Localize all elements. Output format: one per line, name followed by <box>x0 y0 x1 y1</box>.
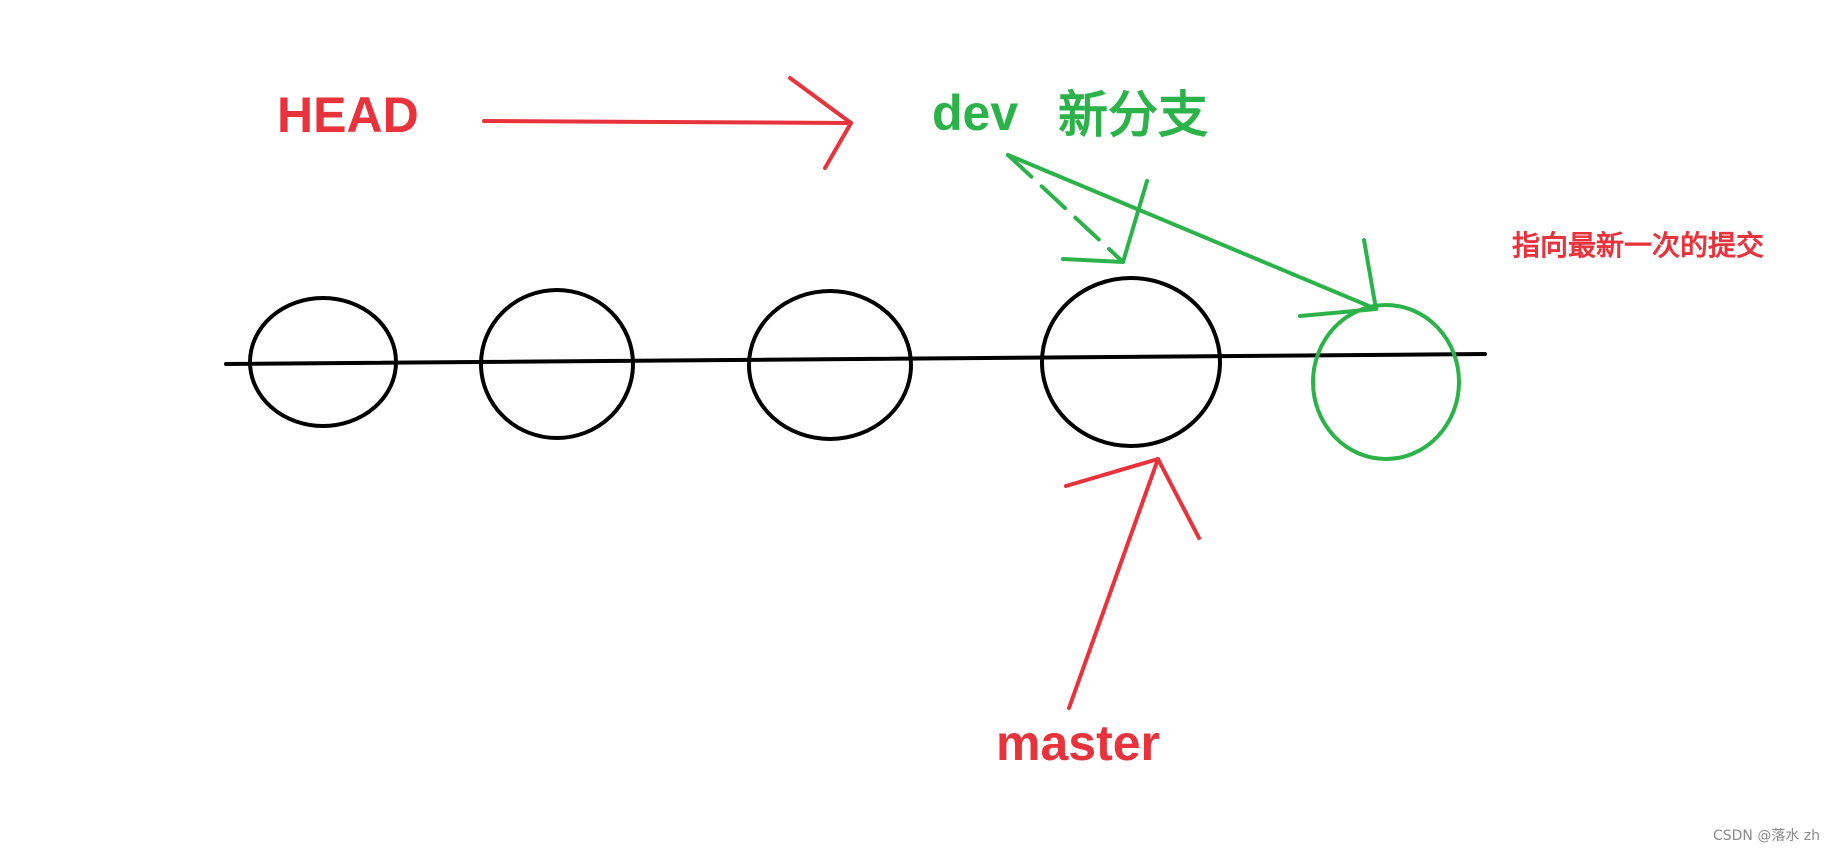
dev-new-pointer-arrow <box>1006 153 1378 318</box>
head-label: HEAD <box>277 87 419 143</box>
new-branch-label: 新分支 <box>1058 87 1208 143</box>
master-pointer-arrow <box>1064 457 1201 710</box>
head-pointer-arrow <box>482 76 853 170</box>
latest-commit-note: 指向最新一次的提交 <box>1512 230 1765 261</box>
commit-node <box>747 289 913 441</box>
commit-node-new <box>1311 303 1461 461</box>
commit-nodes <box>248 276 1461 461</box>
dev-branch-label: dev <box>932 85 1019 141</box>
watermark: CSDN @落水 zh <box>1712 828 1820 844</box>
commit-node <box>479 288 635 440</box>
commit-node <box>1040 276 1222 448</box>
commit-timeline <box>224 352 1487 366</box>
dev-old-pointer-arrow <box>1006 153 1149 264</box>
master-branch-label: master <box>996 715 1160 771</box>
commit-node <box>248 296 398 428</box>
